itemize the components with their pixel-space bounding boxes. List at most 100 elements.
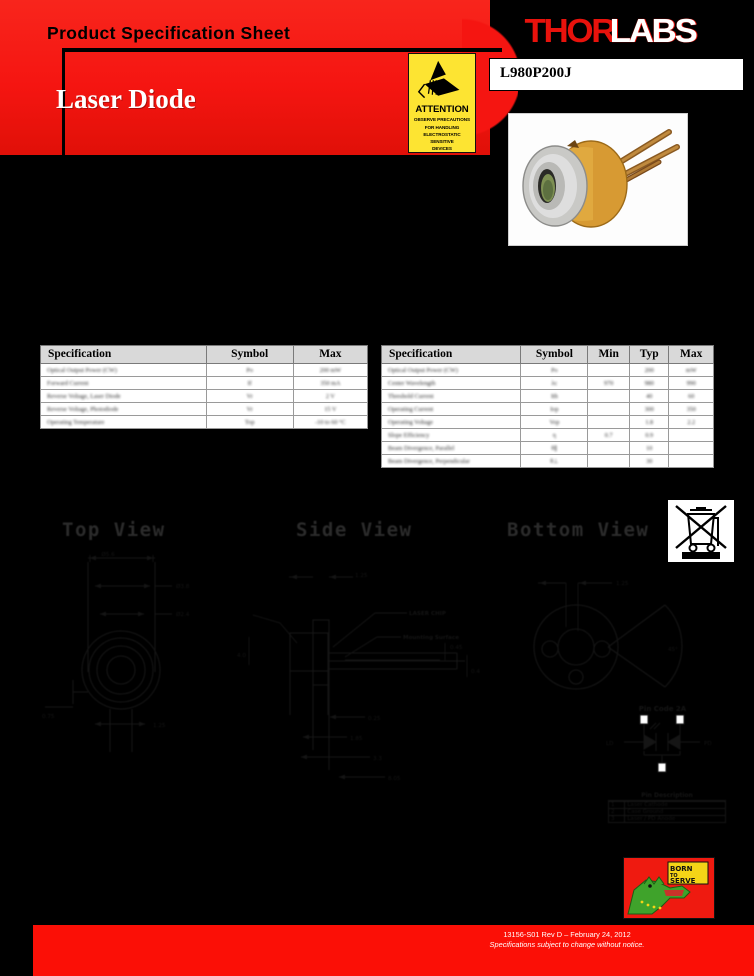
header-vertical-rule [62, 52, 65, 155]
table-cell: If [205, 376, 294, 390]
svg-text:45°: 45° [668, 647, 678, 653]
laser-diode-photo-icon [509, 114, 687, 245]
table-cell: 10 [628, 441, 670, 455]
table-cell: Optical Output Power (CW) [380, 363, 522, 377]
table-cell: Slope Efficiency [380, 428, 522, 442]
footer-notice-text: Specifications subject to change without… [489, 940, 645, 949]
absolute-maximum-ratings-table: Specification Symbol Max Optical Output … [40, 345, 369, 429]
svg-text:0.4: 0.4 [471, 669, 480, 675]
table-cell: η [520, 428, 589, 442]
header-divider-rule [62, 48, 502, 52]
logo-labs-text: LABS [609, 12, 697, 49]
esd-line-1: OBSERVE PRECAUTIONS [413, 117, 471, 123]
pin-number: 3 [607, 815, 626, 823]
column-header-max: Max [292, 345, 369, 364]
bottom-view-title: Bottom View [507, 519, 650, 541]
born-to-serve-icon: BORN TO SERVE [624, 858, 714, 918]
table-cell: θ∥ [520, 441, 589, 455]
table-cell [587, 389, 630, 403]
column-header-specification: Specification [40, 345, 207, 364]
svg-text:1.25: 1.25 [355, 573, 368, 579]
table-cell: Operating Voltage [380, 415, 522, 429]
logo-thor-text: THOR [524, 12, 616, 49]
pin-function: Case Ground [624, 808, 726, 816]
esd-line-3: ELECTROSTATIC [423, 131, 461, 137]
part-number-text: L980P200J [500, 65, 572, 81]
svg-text:PD: PD [704, 741, 712, 747]
table-cell: 200 mW [292, 363, 369, 377]
pin-function: Laser Cathode [624, 801, 726, 809]
svg-text:8.05: 8.05 [388, 776, 401, 782]
column-header-typ: Typ [628, 345, 670, 364]
side-view-title: Side View [296, 519, 413, 541]
svg-text:Mounting Surface: Mounting Surface [403, 635, 459, 641]
table-cell: Forward Current [40, 376, 207, 390]
table-cell: Ith [520, 389, 589, 403]
table-cell [587, 363, 630, 377]
svg-text:TO: TO [670, 873, 678, 879]
table-cell: 980 [628, 376, 670, 390]
esd-instruction-text: OBSERVE PRECAUTIONS FOR HANDLING ELECTRO… [412, 116, 472, 152]
pin-function: Laser / PD Anode [624, 815, 726, 823]
table-cell: Vr [205, 389, 294, 403]
table-header-row: Specification Symbol Min Typ Max [380, 345, 714, 364]
svg-text:3.3: 3.3 [373, 756, 382, 762]
thorlabs-logo: THORLABS [524, 12, 719, 49]
svg-text:LASER CHIP: LASER CHIP [409, 611, 446, 617]
svg-text:Ø5.6: Ø5.6 [101, 552, 115, 558]
svg-text:1.25: 1.25 [153, 723, 166, 729]
footer-text-block: 13156-S01 Rev D – February 24, 2012 Spec… [380, 926, 754, 952]
table-cell: 0.9 [628, 428, 670, 442]
table-cell: 1.8 [628, 415, 670, 429]
table-cell: Reverse Voltage, Photodiode [40, 402, 207, 416]
esd-line-2: FOR HANDLING [424, 124, 460, 130]
table-cell: Vr [205, 402, 294, 416]
table-cell: Vop [520, 415, 589, 429]
table-cell [587, 454, 630, 468]
table-cell: Beam Divergence, Perpendicular [380, 454, 522, 468]
table-cell: Po [205, 363, 294, 377]
column-header-min: Min [587, 345, 630, 364]
table-cell: 300 [628, 402, 670, 416]
table-cell: mW [668, 363, 714, 377]
svg-text:BORN: BORN [670, 865, 693, 873]
table-cell [668, 441, 714, 455]
svg-text:1.85: 1.85 [350, 736, 363, 742]
esd-warning-label: ATTENTION OBSERVE PRECAUTIONS FOR HANDLI… [408, 53, 476, 153]
column-header-symbol: Symbol [205, 345, 294, 364]
table-cell: 2 V [292, 389, 369, 403]
table-cell: Center Wavelength [380, 376, 522, 390]
top-view-title: Top View [62, 519, 166, 541]
table-cell: 40 [628, 389, 670, 403]
table-header-row: Specification Symbol Max [40, 345, 369, 364]
table-cell: Iop [520, 402, 589, 416]
optical-electrical-characteristics-table: Specification Symbol Min Typ Max Optical… [380, 345, 714, 468]
table-cell: 15 V [292, 402, 369, 416]
product-photo [508, 113, 688, 246]
table-cell [587, 402, 630, 416]
svg-text:0.25: 0.25 [368, 716, 381, 722]
table-cell: 350 mA [292, 376, 369, 390]
top-view-drawing: Ø5.6 Ø3.8 Ø2.4 1.25 0.75 [42, 552, 190, 752]
svg-text:Ø2.4: Ø2.4 [176, 611, 190, 618]
table-cell: Top [205, 415, 294, 429]
esd-line-5: DEVICES [432, 145, 452, 151]
table-cell: Operating Temperature [40, 415, 207, 429]
table-cell: 970 [587, 376, 630, 390]
esd-line-4: SENSITIVE [430, 138, 454, 144]
table-cell: 60 [668, 389, 714, 403]
svg-text:4.0: 4.0 [237, 653, 246, 659]
table-cell: θ⊥ [520, 454, 589, 468]
pin-number: 1 [607, 801, 626, 809]
svg-text:LD: LD [606, 741, 613, 747]
